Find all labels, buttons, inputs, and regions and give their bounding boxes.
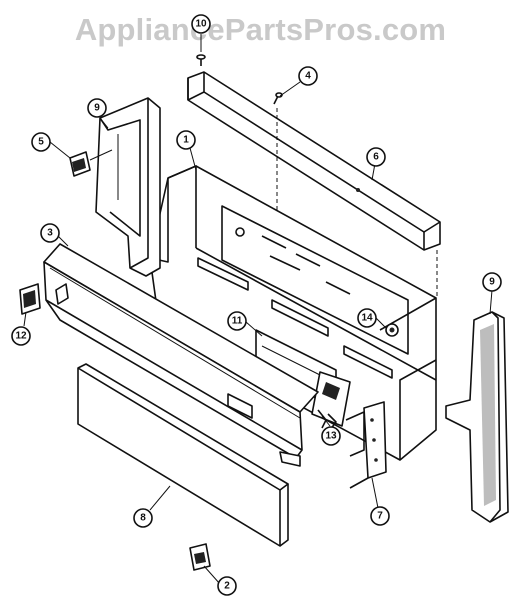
callout-4: 4 xyxy=(298,66,318,86)
part-end-cap-right xyxy=(445,311,509,523)
callout-5: 5 xyxy=(31,132,51,152)
callout-2: 2 xyxy=(217,576,237,596)
screw-icon xyxy=(273,92,283,105)
svg-text:14: 14 xyxy=(361,313,373,324)
svg-text:9: 9 xyxy=(94,103,100,114)
watermark-text: AppliancePartsPros.com xyxy=(74,12,447,47)
part-control-box xyxy=(255,329,351,427)
svg-text:2: 2 xyxy=(224,581,230,592)
callout-12: 12 xyxy=(11,326,31,346)
svg-text:6: 6 xyxy=(373,152,379,163)
callout-13: 13 xyxy=(321,426,341,446)
callout-7: 7 xyxy=(370,506,390,526)
callout-9-left: 9 xyxy=(87,98,107,118)
callout-14: 14 xyxy=(357,308,377,328)
callout-6: 6 xyxy=(366,147,386,167)
svg-text:13: 13 xyxy=(325,431,337,442)
svg-text:8: 8 xyxy=(140,513,146,524)
svg-text:11: 11 xyxy=(232,316,243,327)
svg-text:4: 4 xyxy=(305,71,311,82)
part-backguard-frame xyxy=(149,165,437,461)
svg-text:7: 7 xyxy=(377,511,383,522)
svg-text:10: 10 xyxy=(195,19,207,30)
part-top-rail xyxy=(187,71,441,251)
callout-10: 10 xyxy=(191,14,211,34)
svg-text:9: 9 xyxy=(489,277,495,288)
svg-text:12: 12 xyxy=(15,331,27,342)
part-small-clip xyxy=(189,543,211,571)
callout-8: 8 xyxy=(133,508,153,528)
part-control-panel xyxy=(43,243,319,467)
leader-lines xyxy=(23,34,493,585)
svg-text:3: 3 xyxy=(47,228,53,239)
part-clip xyxy=(69,149,113,177)
callout-11: 11 xyxy=(227,311,247,331)
part-bracket xyxy=(345,401,387,489)
svg-text:5: 5 xyxy=(38,137,44,148)
callout-1: 1 xyxy=(176,130,196,150)
grommet-icon xyxy=(385,323,399,337)
part-switch xyxy=(19,283,41,315)
screw-icon xyxy=(196,54,206,66)
callout-3: 3 xyxy=(40,223,60,243)
part-end-cap-left xyxy=(95,97,161,277)
callout-9-right: 9 xyxy=(482,272,502,292)
part-trim-panel xyxy=(77,363,289,547)
svg-text:1: 1 xyxy=(183,135,189,146)
